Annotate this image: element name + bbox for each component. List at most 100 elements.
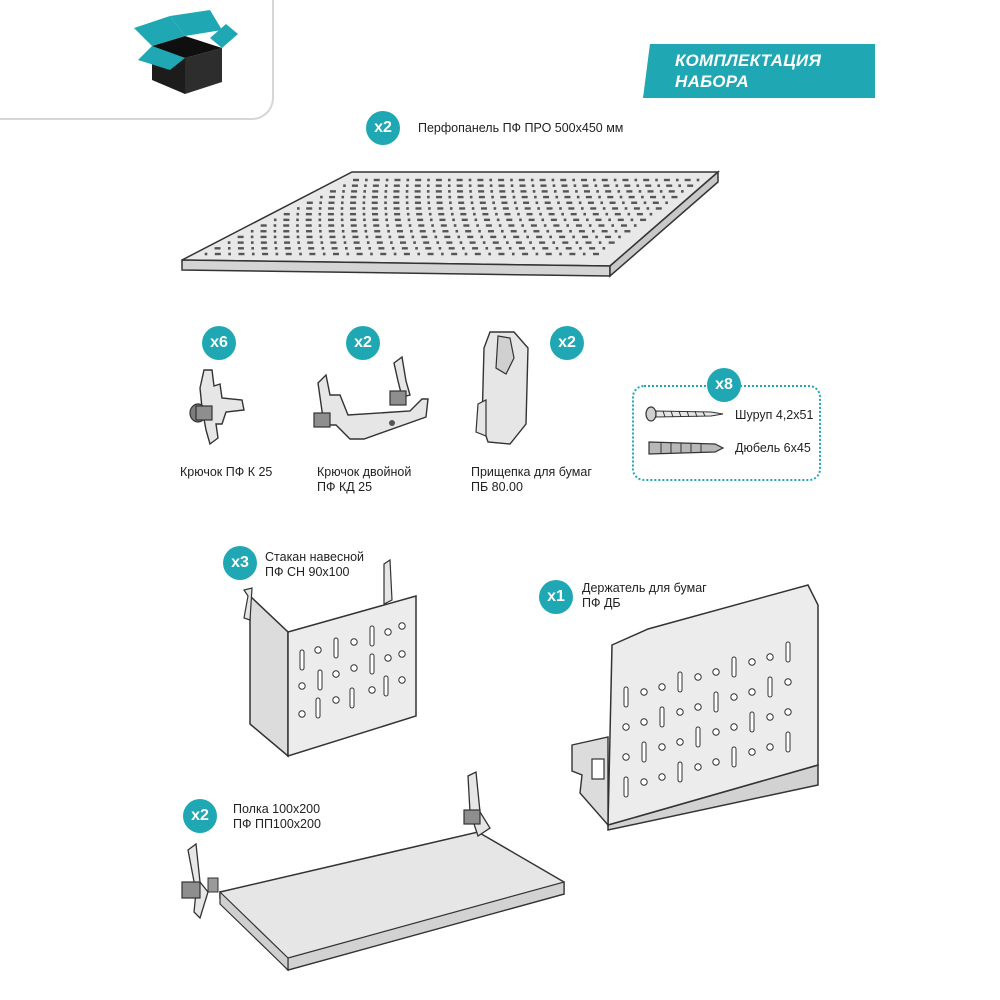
panel-hole <box>273 229 277 233</box>
holder-hole <box>767 676 773 698</box>
label-cup-line-2: ПФ СН 90х100 <box>265 565 350 579</box>
panel-hole <box>633 207 640 210</box>
panel-hole <box>428 212 432 216</box>
panel-hole <box>459 241 463 244</box>
panel-hole <box>438 247 442 250</box>
panel-hole <box>429 218 433 222</box>
label-clip: Прищепка для бумаг ПБ 80.00 <box>471 465 592 495</box>
panel-hole <box>284 247 291 250</box>
panel-hole <box>557 201 560 205</box>
panel-hole <box>585 241 592 244</box>
shelf-illustration <box>181 770 565 972</box>
panel-hole <box>515 207 519 210</box>
panel-hole <box>318 218 322 222</box>
cup-hole <box>315 697 321 719</box>
panel-hole <box>543 224 547 227</box>
panel-hole <box>530 224 537 227</box>
panel-hole <box>448 190 451 193</box>
box-icon <box>134 10 238 94</box>
panel-hole <box>427 252 434 256</box>
qty-badge-double-hook: x2 <box>346 326 380 360</box>
panel-hole <box>273 235 277 239</box>
panel-hole <box>465 230 472 233</box>
panel-hole <box>666 184 673 187</box>
panel-hole <box>587 201 594 204</box>
holder-hole <box>785 641 791 663</box>
panel-hole <box>396 230 403 233</box>
panel-hole <box>668 190 675 193</box>
panel-hole <box>624 207 628 210</box>
panel-hole <box>395 224 402 227</box>
panel-hole <box>349 207 356 210</box>
panel-hole <box>341 195 345 199</box>
panel-hole <box>373 224 380 227</box>
panel-hole <box>476 224 479 227</box>
panel-hole <box>481 207 487 210</box>
panel-hole <box>521 224 524 227</box>
panel-hole <box>393 190 400 193</box>
panel-hole <box>502 207 509 210</box>
panel-hole <box>378 247 385 250</box>
holder-hole <box>748 658 756 666</box>
panel-hole <box>627 212 631 216</box>
panel-hole <box>341 224 344 227</box>
panel-hole <box>578 230 585 233</box>
panel-hole <box>251 252 255 256</box>
qty-badge-panel: x2 <box>366 111 400 145</box>
panel-hole <box>541 218 545 222</box>
panel-hole <box>415 247 418 250</box>
panel-hole <box>542 247 549 250</box>
panel-hole <box>436 241 440 244</box>
panel-hole <box>340 207 344 210</box>
page-title: КОМПЛЕКТАЦИЯ НАБОРА <box>675 50 821 92</box>
panel-hole <box>260 224 267 227</box>
panel-hole <box>204 252 208 256</box>
panel-hole <box>405 201 409 205</box>
panel-hole <box>579 247 582 250</box>
qty-badge-paper-holder: x1 <box>539 580 573 614</box>
panel-hole <box>636 184 640 187</box>
label-panel: Перфопанель ПФ ПРО 500х450 мм <box>418 121 624 135</box>
cup-hole <box>314 646 322 654</box>
panel-hole <box>504 212 511 216</box>
cup-hole <box>350 664 358 672</box>
panel-hole <box>351 190 358 193</box>
holder-hole <box>658 683 666 691</box>
panel-hole <box>329 190 336 193</box>
panel-hole <box>478 190 485 193</box>
panel-hole <box>307 241 314 244</box>
panel-hole <box>441 252 444 256</box>
panel-hole <box>436 201 443 204</box>
panel-hole <box>520 190 527 193</box>
panel-hole <box>490 190 494 193</box>
panel-hole <box>435 190 442 193</box>
panel-hole <box>493 207 497 210</box>
panel-hole <box>319 201 322 205</box>
dowel-icon <box>648 441 725 455</box>
panel-hole <box>227 247 231 250</box>
panel-hole <box>237 241 244 244</box>
panel-hole <box>328 224 335 227</box>
holder-hole <box>658 743 666 751</box>
panel-hole <box>306 230 313 233</box>
holder-hole <box>640 688 648 696</box>
qty-badge-shelf: x2 <box>183 799 217 833</box>
holder-hole <box>713 691 719 713</box>
panel-hole <box>539 178 546 182</box>
panel-hole <box>345 247 348 250</box>
panel-hole <box>546 229 550 233</box>
panel-hole <box>410 229 413 233</box>
panel-hole <box>417 252 421 256</box>
panel-hole <box>562 241 569 244</box>
panel-hole <box>418 224 425 227</box>
panel-hole <box>512 195 516 199</box>
panel-hole <box>284 241 291 244</box>
panel-hole <box>283 230 290 233</box>
panel-hole <box>523 229 527 233</box>
panel-hole <box>643 178 650 182</box>
panel-hole <box>619 195 623 199</box>
paper-clip-illustration <box>475 331 529 445</box>
panel-hole <box>421 235 428 239</box>
panel-hole <box>452 218 455 222</box>
panel-hole <box>581 178 587 182</box>
